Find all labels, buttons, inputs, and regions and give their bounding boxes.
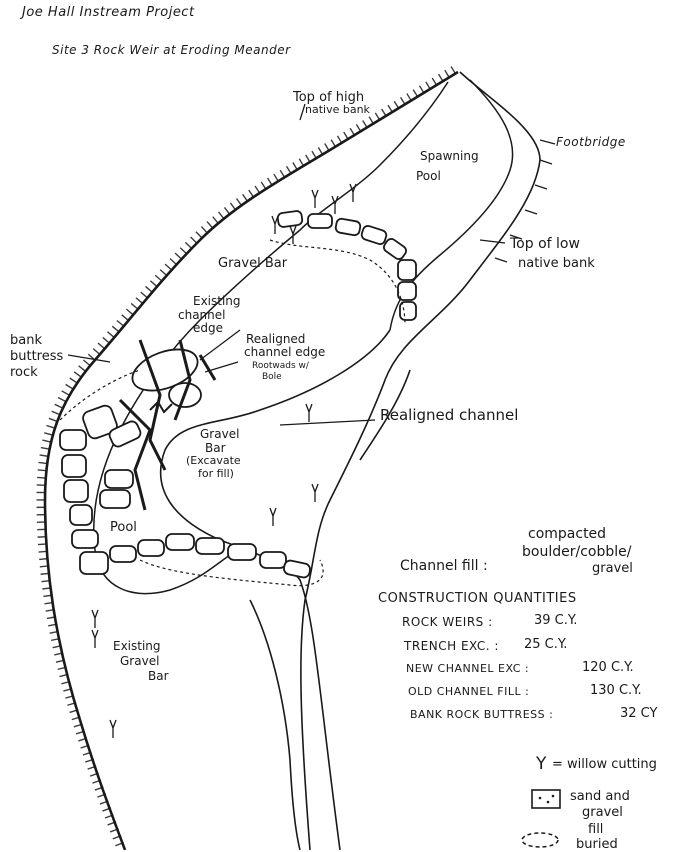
- quantity-row: Rock Weirs : 39 C.Y.: [402, 613, 674, 636]
- quantities-heading: Construction Quantities: [378, 591, 577, 606]
- quantity-value: 130 C.Y.: [590, 683, 642, 698]
- quantity-value: 25 C.Y.: [524, 637, 568, 652]
- leader-lines: [67, 103, 556, 426]
- footbridge-label: Footbridge: [556, 135, 626, 149]
- compacted-label: compacted: [528, 526, 607, 542]
- legend-symbols: [521, 789, 561, 848]
- fill-outline: [59, 239, 406, 587]
- fill-legend-label-2: buried: [576, 837, 618, 852]
- quantity-label: Trench Exc. :: [404, 639, 499, 653]
- willow-cuttings: [91, 183, 357, 738]
- realigned-channel-label: Realigned channel: [380, 406, 519, 424]
- existing-edge-label-3: edge: [193, 321, 223, 335]
- quantity-label: Bank Rock Buttress :: [410, 708, 554, 721]
- quantity-value: 120 C.Y.: [582, 660, 634, 675]
- fill-material-label-1: boulder/cobble/: [522, 544, 632, 560]
- quantity-value: 32 CY: [620, 706, 658, 721]
- project-title: Joe Hall Instream Project: [22, 5, 195, 20]
- fill-material-label-2: gravel: [592, 561, 633, 576]
- willow-legend-label: = willow cutting: [552, 757, 657, 772]
- gravel-bar-mid-label-1: Gravel: [200, 427, 240, 441]
- buttress-label-2: buttress: [10, 349, 64, 364]
- realigned-edge-label-2: channel edge: [244, 345, 326, 359]
- buttress-label-1: bank: [10, 333, 42, 348]
- willow-legend-symbol: Y: [536, 754, 547, 774]
- existing-edge-label-2: channel: [178, 308, 226, 322]
- existing-edge-label-1: Existing: [193, 294, 241, 308]
- realigned-edge-label-1: Realigned: [246, 332, 306, 346]
- rootwad-scribble: [118, 339, 217, 511]
- spawning-pool-label-1: Spawning: [420, 149, 479, 163]
- existing-gravel-bar-label-1: Existing: [113, 639, 161, 653]
- quantity-row: Old Channel Fill : 130 C.Y.: [408, 683, 680, 707]
- quantity-label: New Channel Exc :: [406, 662, 530, 675]
- rootwad-label-2: Bole: [262, 372, 282, 382]
- spawning-pool-label-2: Pool: [416, 169, 441, 183]
- quantity-label: Rock Weirs :: [402, 615, 493, 629]
- site-title: Site 3 Rock Weir at Eroding Meander: [52, 43, 291, 57]
- low-bank-label-2: native bank: [518, 256, 595, 271]
- sand-legend-label-2: gravel: [582, 805, 623, 820]
- low-bank-label-1: Top of low: [510, 236, 580, 252]
- quantities-list: Rock Weirs : 39 C.Y. Trench Exc. : 25 C.…: [400, 613, 674, 720]
- upper-rock-weir: [276, 210, 417, 321]
- gravel-bar-mid-label-2: Bar: [205, 441, 226, 455]
- rootwad-label-1: Rootwads w/: [252, 361, 309, 371]
- pool-label: Pool: [110, 520, 137, 535]
- low-bank-line: [300, 71, 553, 850]
- quantity-label: Old Channel Fill :: [408, 685, 530, 698]
- existing-gravel-bar-label-3: Bar: [148, 669, 169, 683]
- realigned-channel-lines: [159, 329, 411, 850]
- buttress-label-3: rock: [10, 365, 38, 380]
- gravel-bar-mid-label-4: for fill): [198, 467, 234, 480]
- quantity-row: Bank Rock Buttress : 32 CY: [410, 706, 680, 730]
- quantity-row: Trench Exc. : 25 C.Y.: [404, 637, 676, 661]
- lower-rock-weir: [71, 529, 311, 579]
- high-bank-label-2: native bank: [305, 103, 370, 116]
- quantity-value: 39 C.Y.: [534, 613, 578, 628]
- channel-fill-label: Channel fill :: [400, 558, 488, 574]
- sand-legend-label-1: sand and: [570, 789, 630, 804]
- existing-gravel-bar-label-2: Gravel: [120, 654, 160, 668]
- high-bank-line: [36, 66, 459, 850]
- gravel-bar-top-label: Gravel Bar: [218, 256, 288, 271]
- fill-legend-label-1: fill: [588, 822, 604, 837]
- gravel-bar-mid-label-3: (Excavate: [186, 454, 241, 467]
- quantity-row: New Channel Exc : 120 C.Y.: [406, 660, 678, 684]
- high-bank-label-1: Top of high: [293, 90, 365, 105]
